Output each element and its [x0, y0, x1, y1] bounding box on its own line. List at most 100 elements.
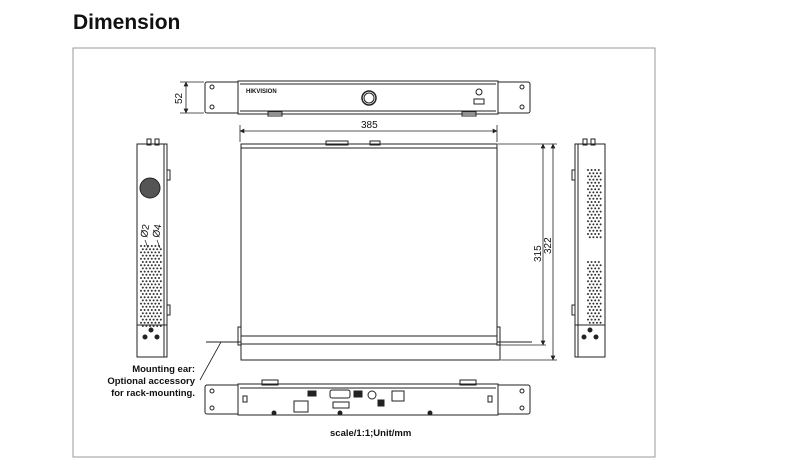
vent-dot — [596, 223, 598, 226]
vent-dot — [140, 302, 142, 305]
vent-dot — [590, 280, 593, 283]
vent-dot — [158, 302, 160, 305]
vent-dot — [145, 267, 148, 270]
dim-height — [180, 81, 204, 114]
vent-dot — [145, 280, 148, 283]
vent-dot — [594, 188, 597, 191]
vent-dot — [590, 201, 593, 203]
vent-dot — [149, 273, 151, 276]
vent-dot — [152, 286, 155, 289]
vent-dot — [150, 302, 153, 305]
vent-dot — [587, 169, 589, 171]
vent-dot — [140, 270, 142, 273]
vent-dot — [147, 296, 150, 299]
vent-dot — [149, 299, 151, 302]
vent-dot — [594, 207, 597, 210]
vent-dot — [597, 318, 600, 321]
vent-dot — [145, 261, 148, 263]
vent-dot — [592, 217, 595, 219]
vent-dot — [141, 267, 144, 270]
vent-dot — [587, 181, 589, 184]
vent-dot — [599, 185, 602, 187]
right-side-view — [571, 138, 606, 358]
vent-dot — [159, 325, 162, 327]
vent-dot — [145, 299, 148, 302]
vent-dot — [587, 312, 589, 315]
vent-dot — [594, 261, 597, 263]
vent-dot — [154, 315, 157, 318]
vent-dot — [140, 245, 142, 247]
vent-dot — [156, 273, 159, 276]
vent-dot — [588, 197, 591, 200]
vent-dot — [159, 261, 162, 263]
note-leader — [199, 341, 222, 381]
vent-dot — [159, 248, 162, 251]
vent-dot — [147, 321, 150, 324]
vent-dot — [590, 293, 593, 295]
vent-dot — [590, 175, 593, 178]
vent-dot — [158, 296, 160, 299]
vent-dot — [599, 236, 602, 239]
vent-dot — [596, 309, 598, 311]
vent-dot — [156, 254, 159, 257]
vent-dot — [145, 293, 148, 295]
vent-dot — [143, 277, 146, 279]
power-button-icon — [361, 90, 377, 106]
vent-dot — [588, 315, 591, 318]
vent-dot — [596, 321, 598, 324]
dim-depth-inner-label: 315 — [533, 245, 544, 262]
vent-dot — [159, 267, 162, 270]
brand-logo: HIKVISION — [246, 89, 277, 95]
vent-dot — [156, 325, 159, 327]
vent-dot — [588, 277, 591, 279]
vent-dot — [145, 318, 148, 321]
vent-dot — [587, 305, 589, 308]
vent-dot — [596, 204, 598, 207]
vent-dot — [592, 315, 595, 318]
vent-dot — [594, 299, 597, 302]
vent-dot — [152, 280, 155, 283]
vent-dot — [154, 264, 157, 267]
vent-dot — [599, 204, 602, 207]
vent-dot — [154, 289, 157, 292]
vent-dot — [588, 270, 591, 273]
note-line-1: Mounting ear: — [132, 364, 195, 375]
vent-dot — [587, 318, 589, 321]
vent-dot — [150, 296, 153, 299]
vent-dot — [596, 264, 598, 267]
vent-dot — [158, 321, 160, 324]
vent-dot — [596, 277, 598, 279]
vent-dot — [150, 245, 153, 247]
vent-dot — [149, 325, 151, 327]
vent-dot — [599, 289, 602, 292]
vent-dot — [592, 236, 595, 239]
note-line-2: Optional accessory — [107, 376, 195, 387]
vent-dot — [141, 305, 144, 308]
vent-dot — [590, 207, 593, 210]
vent-dot — [156, 286, 159, 289]
vent-dot — [587, 261, 589, 263]
vent-dot — [597, 220, 600, 223]
vent-dot — [152, 273, 155, 276]
vent-dot — [143, 309, 146, 311]
vent-dot — [152, 267, 155, 270]
vent-dot — [590, 312, 593, 315]
hole-small-label: Ø2 — [139, 223, 152, 238]
vent-dot — [152, 318, 155, 321]
vent-dot — [149, 261, 151, 263]
vent-dot — [596, 302, 598, 305]
vent-dot — [587, 194, 589, 197]
vent-dot — [158, 283, 160, 286]
vent-dot — [592, 270, 595, 273]
vent-dot — [597, 226, 600, 229]
vent-dot — [599, 210, 602, 213]
vent-dot — [594, 226, 597, 229]
vent-dot — [599, 302, 602, 305]
vent-dot — [140, 283, 142, 286]
vent-dot — [590, 226, 593, 229]
vent-dot — [597, 293, 600, 295]
vent-dot — [158, 270, 160, 273]
vent-dot — [150, 309, 153, 311]
dim-depth-outer-label: 322 — [543, 237, 554, 254]
vent-dot — [597, 169, 600, 171]
